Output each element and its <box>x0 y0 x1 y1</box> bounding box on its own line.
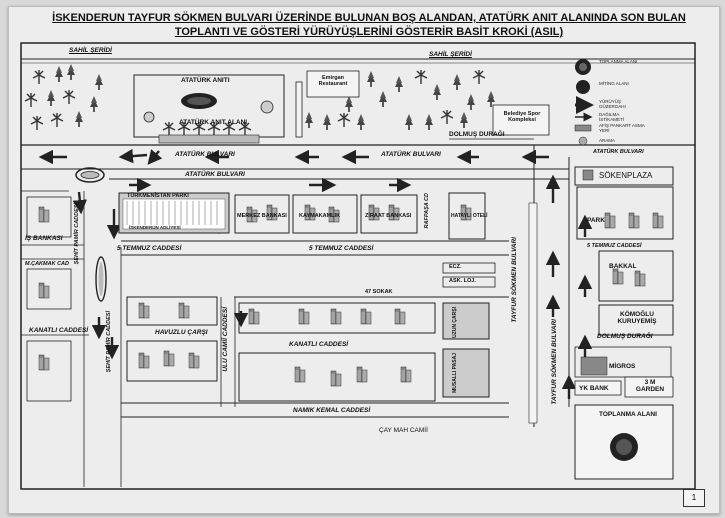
tree-group-left <box>24 64 103 131</box>
label-hatayli: HATAYLI OTELİ <box>451 213 488 219</box>
legend-toplanma: TOPLANMA ALANI <box>599 59 638 64</box>
label-uzun-carsi: UZUN ÇARŞI <box>452 307 458 338</box>
label-namik-kemal: NAMIK KEMAL CADDESİ <box>293 407 371 414</box>
label-ataturk-anit-alani: ATATÜRK ANIT ALANI <box>179 119 248 126</box>
label-turkmenistan: TÜRKMENİSTAN PARKI <box>127 193 189 199</box>
label-sehit-pamir-2: ŞEHİT PAMİR CADDESİ <box>106 311 112 373</box>
label-cay-mah: ÇAY MAH CAMİİ <box>379 427 428 434</box>
label-komoglu: KÖMOĞLU KURUYEMİŞ <box>617 311 657 325</box>
label-rafpasa: RAFPAŞA CD <box>424 193 430 229</box>
label-garden: 3 M GARDEN <box>635 379 665 393</box>
label-ecz: ECZ. <box>449 264 462 270</box>
label-is-bankasi: İŞ BANKASI <box>25 235 63 242</box>
label-dolmus-top: DOLMUŞ DURAĞI <box>449 131 505 138</box>
page-number: 1 <box>683 489 705 507</box>
label-ataturk-bulvari-3: ATATÜRK BULVARI <box>185 171 245 178</box>
label-ataturk-bulvari-4: ATATÜRK BULVARI <box>593 149 644 155</box>
label-adliye: İSKENDERUN ADLİYESİ <box>129 225 181 230</box>
label-park: PARK <box>587 217 605 224</box>
legend-dagilma: DAĞILMA İSTİKAMETİ <box>599 112 625 122</box>
label-ulu-cami: ULU CAMİİ CADDESİ <box>222 307 229 372</box>
label-musalli-pasaj: MUSALLI PASAJ <box>452 353 458 393</box>
label-belediye: Belediye Spor Kompleksi <box>503 111 541 123</box>
label-temmuz-right: 5 TEMMUZ CADDESİ <box>587 243 642 249</box>
map-title: İSKENDERUN TAYFUR SÖKMEN BULVARI ÜZERİND… <box>52 12 686 38</box>
label-sokenplaza: SÖKENPLAZA <box>599 171 653 180</box>
label-kanatli-mid: KANATLI CADDESİ <box>289 341 349 348</box>
label-ataturk-bulvari-2: ATATÜRK BULVARI <box>381 151 441 158</box>
label-temmuz-mid: 5 TEMMUZ CADDESİ <box>309 245 374 252</box>
map-sheet: İSKENDERUN TAYFUR SÖKMEN BULVARI ÜZERİND… <box>8 6 720 514</box>
map-drawing <box>20 42 696 490</box>
legend-symbols <box>574 59 594 146</box>
label-kaymakamlik: KAYMAKAMLIK <box>299 213 341 219</box>
label-ataturk-bulvari-1: ATATÜRK BULVARI <box>175 151 235 158</box>
label-toplanma-alani: TOPLANMA ALANI <box>599 411 657 418</box>
label-migros: MİGROS <box>609 363 636 370</box>
label-ziraat: ZİRAAT BANKASI <box>365 213 412 219</box>
label-yk-bank: YK BANK <box>579 385 609 392</box>
label-emirgan: Emirgan Restaurant <box>318 75 348 87</box>
label-sehit-pamir-1: ŞEHİT PAMİR CADDESİ <box>74 203 80 265</box>
legend-afis: AFİŞ PANKART ASMA YERİ <box>599 123 645 133</box>
label-sahil-right: SAHİL ŞERİDİ <box>429 51 472 58</box>
label-ask-loj: ASK. LOJ. <box>449 278 476 284</box>
label-tayfur-1: TAYFUR SÖKMEN BULVARI <box>511 237 518 323</box>
map-frame <box>20 42 696 490</box>
label-cakmak: M.ÇAKMAK CAD <box>25 261 69 267</box>
route-arrows-top <box>38 148 549 165</box>
legend-yuruyus: YÜRÜYÜŞ GÜZERGAHI <box>599 99 626 109</box>
legend-arama: ARAMA <box>599 138 616 143</box>
label-temmuz-left: 5 TEMMUZ CADDESİ <box>117 245 182 252</box>
legend-miting: MİTİNG ALANI <box>599 81 629 86</box>
label-sahil-left: SAHİL ŞERİDİ <box>69 47 112 54</box>
label-bakkal: BAKKAL <box>609 263 637 270</box>
label-dolmus-right: DOLMUŞ DURAĞI <box>597 333 653 340</box>
label-47-sokak: 47 SOKAK <box>365 289 393 295</box>
label-merkez-bankasi: MERKEZ BANKASI <box>237 213 287 219</box>
label-tayfur-2: TAYFUR SÖKMEN BULVARI <box>551 319 558 405</box>
label-kanatli-left: KANATLI CADDESİ <box>29 327 89 334</box>
label-havuzlu: HAVUZLU ÇARŞI <box>155 329 208 336</box>
label-ataturk-aniti: ATATÜRK ANITI <box>181 77 230 84</box>
